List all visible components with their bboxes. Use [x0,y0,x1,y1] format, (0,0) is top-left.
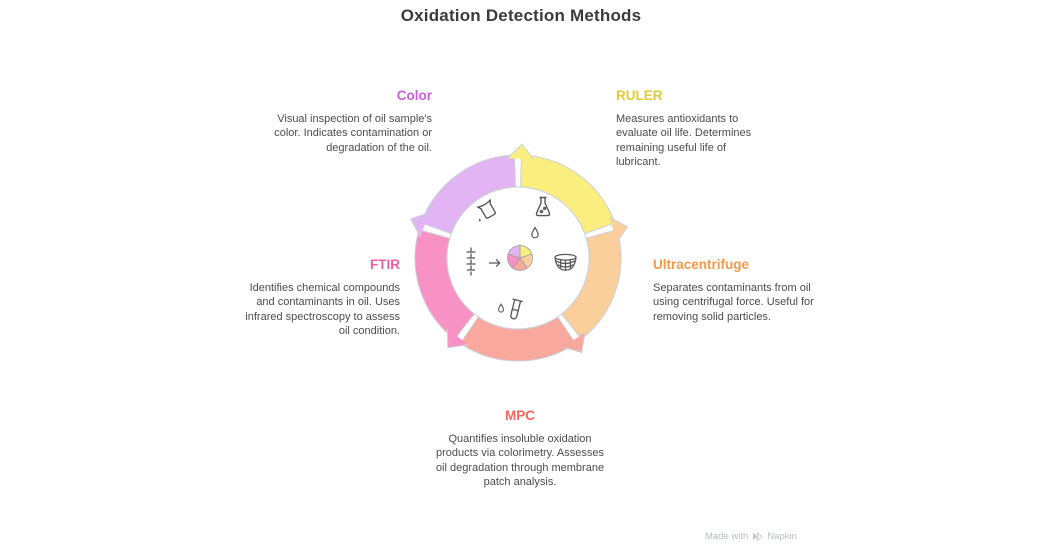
method-label-ultracentrifuge: Ultracentrifuge [653,257,750,272]
method-block-ftir: FTIR Identifies chemical compounds and c… [238,257,400,338]
method-description-mpc: Quantifies insoluble oxidation products … [435,433,605,488]
method-label-ftir: FTIR [370,257,400,272]
cycle-diagram-svg [410,143,629,362]
ring-arrow-ftir [447,328,468,348]
ring-arrow-ultracentrifuge [609,217,628,243]
pouring-jug-icon [474,197,501,224]
napkin-logo-icon [753,532,764,541]
method-block-ultracentrifuge: Ultracentrifuge Separates contaminants f… [653,257,828,324]
method-block-color: Color Visual inspection of oil sample's … [270,88,432,155]
arrow-right-icon [488,257,503,269]
burette-scale-icon [462,246,480,280]
ring-arrow-outline-ftir [446,328,469,349]
page-title: Oxidation Detection Methods [400,6,642,25]
method-block-ruler: RULER Measures antioxidants to evaluate … [616,88,768,169]
method-description-ultracentrifuge: Separates contaminants from oil using ce… [653,282,814,323]
ring-arrow-outline-ruler [507,143,534,160]
method-label-ruler: RULER [616,88,663,103]
method-description-ftir: Identifies chemical compounds and contam… [245,282,400,337]
flask-icon [531,195,555,221]
watermark-brand: Napkin [767,531,797,542]
centrifuge-basket-icon [551,251,580,274]
method-description-ruler: Measures antioxidants to evaluate oil li… [616,113,752,168]
ring-arrow-mpc [563,332,585,353]
ring-arrow-outline-ultracentrifuge [609,216,629,243]
tube-droplet-icon [497,303,505,313]
method-block-mpc: MPC Quantifies insoluble oxidation produ… [432,408,608,489]
ring-arrow-outline-mpc [563,332,586,354]
napkin-watermark-link[interactable]: Made with Napkin [705,531,797,542]
method-label-mpc: MPC [505,408,535,423]
ring-arrow-color [410,212,429,238]
method-label-color: Color [396,88,432,103]
ring-arrow-outline-color [410,212,430,238]
method-description-color: Visual inspection of oil sample's color.… [274,113,432,154]
oil-droplet-icon [530,226,540,239]
pie-slice-color [507,245,521,259]
ring-arrow-ruler [507,144,534,160]
watermark-prefix: Made with [705,531,749,542]
test-tube-icon [505,297,525,325]
